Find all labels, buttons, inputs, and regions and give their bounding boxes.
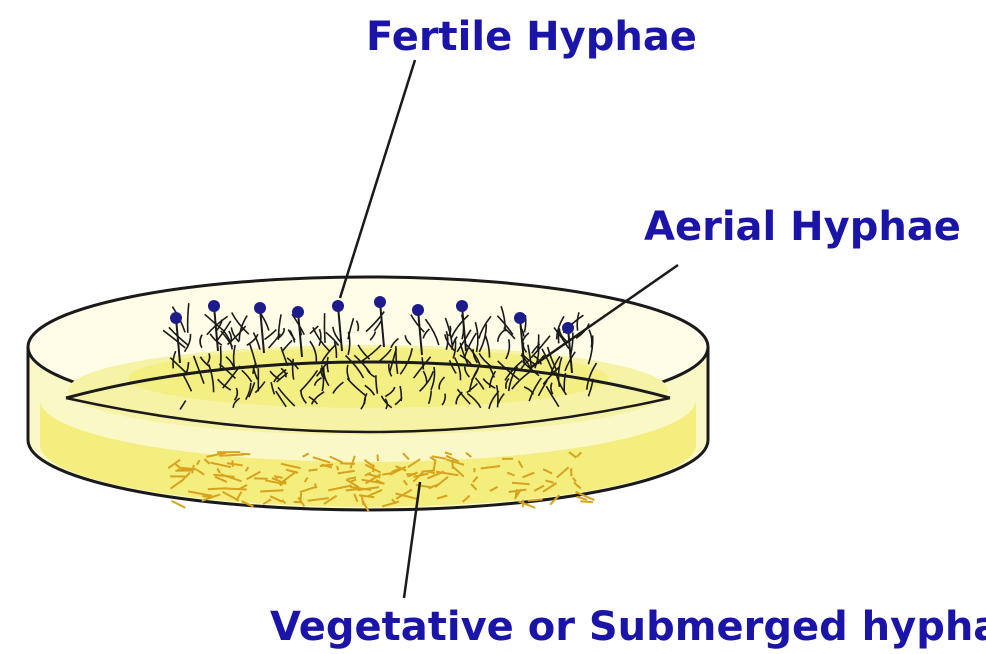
vegetative-hypha [172, 501, 186, 508]
vegetative-hypha [580, 501, 593, 502]
spore-head-icon [332, 300, 344, 312]
spore-head-icon [412, 304, 424, 316]
vegetative-hypha [340, 463, 355, 464]
spore-head-icon [254, 302, 266, 314]
fertile-leader-line [340, 60, 415, 298]
vegetative-hypha [309, 470, 318, 471]
spore-head-icon [562, 322, 574, 334]
spore-head-icon [456, 300, 468, 312]
vegetative-hypha [337, 466, 338, 470]
aerial-hypha [324, 313, 325, 343]
spore-head-icon [514, 312, 526, 324]
spore-head-icon [208, 300, 220, 312]
vegetative-hypha [260, 490, 283, 491]
spore-head-icon [292, 306, 304, 318]
vegetative-hypha [219, 455, 244, 456]
vegetative-hypha [177, 470, 191, 471]
spore-head-icon [170, 312, 182, 324]
vegetative-hyphae-label: Vegetative or Submerged hyphae [270, 604, 986, 650]
vegetative-hypha [378, 455, 379, 462]
vegetative-hypha [300, 493, 301, 501]
aerial-hyphae-label: Aerial Hyphae [644, 204, 961, 250]
fertile-hyphae-label: Fertile Hyphae [366, 14, 697, 60]
vegetative-hypha [528, 499, 543, 500]
vegetative-hypha [223, 488, 246, 489]
spore-head-icon [374, 296, 386, 308]
vegetative-hypha [208, 488, 227, 489]
